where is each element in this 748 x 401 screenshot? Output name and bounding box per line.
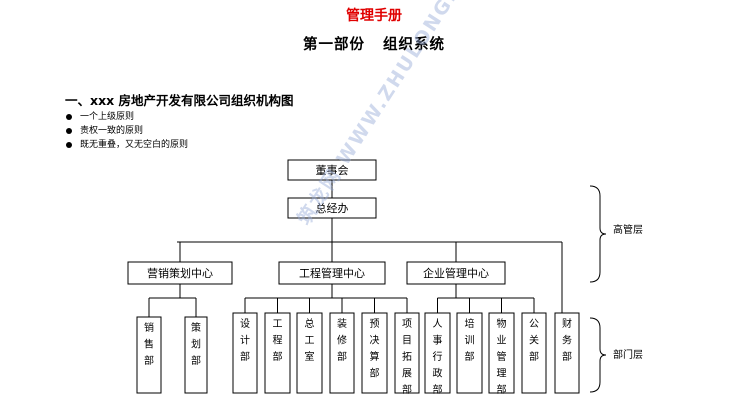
level-brace: [589, 317, 607, 393]
department-7-char: 拓: [402, 351, 412, 363]
level-brace: [589, 185, 607, 283]
section-heading: 一、xxx 房地产开发有限公司组织机构图: [65, 93, 294, 108]
principle-item: 一个上级原则: [66, 110, 188, 124]
department-7-box: [394, 312, 420, 394]
department-4-char: 室: [305, 350, 315, 363]
department-7-char: 部: [402, 383, 412, 396]
department-8-char: 政: [433, 367, 443, 380]
department-6-char: 部: [370, 367, 380, 380]
department-4-box: [296, 312, 323, 394]
department-11-char: 公: [529, 319, 539, 330]
department-9-char: 训: [465, 335, 475, 347]
department-10-box: [488, 312, 515, 394]
department-12-char: 部: [562, 350, 572, 363]
principles-list: 一个上级原则 责权一致的原则 既无重叠，又无空白的原则: [66, 110, 188, 152]
department-11-box: [521, 312, 547, 394]
department-11-char: 关: [529, 334, 539, 347]
department-12-char: 务: [562, 334, 572, 347]
bullet-dot-icon: [66, 142, 72, 148]
department-1-char: 策: [191, 321, 201, 334]
principle-text: 既无重叠，又无空白的原则: [80, 140, 189, 150]
principle-item: 责权一致的原则: [66, 124, 188, 138]
department-9-char: 培: [465, 317, 475, 330]
department-1-char: 部: [191, 354, 201, 367]
department-5-char: 部: [337, 350, 347, 363]
department-0-char: 部: [144, 354, 154, 367]
manual-title: 管理手册: [346, 8, 402, 24]
senior-level-label: 高管层: [613, 223, 643, 236]
department-8-char: 事: [433, 334, 443, 347]
department-7-char: 项: [402, 318, 412, 330]
department-5-char: 装: [337, 317, 347, 330]
department-10-char: 管: [497, 350, 507, 363]
department-0-box: [136, 316, 162, 394]
department-5-char: 修: [337, 334, 347, 347]
department-1-box: [184, 316, 208, 394]
department-level-label: 部门层: [613, 348, 643, 361]
principle-item: 既无重叠，又无空白的原则: [66, 138, 188, 152]
department-3-char: 工: [273, 319, 283, 330]
center-2-label: 企业管理中心: [423, 266, 489, 280]
department-4-char: 总: [305, 317, 315, 330]
department-0-char: 售: [144, 338, 154, 351]
part-title: 第一部份 组织系统: [0, 33, 748, 54]
board-label: 董事会: [316, 164, 349, 177]
department-9-char: 部: [465, 350, 475, 363]
department-0-char: 销: [144, 321, 154, 334]
department-6-char: 预: [370, 318, 380, 330]
department-6-box: [361, 312, 388, 394]
center-1-label: 工程管理中心: [299, 266, 365, 280]
department-2-char: 部: [240, 350, 250, 363]
department-5-box: [329, 312, 355, 394]
department-12-box: [554, 312, 580, 394]
department-8-char: 行: [433, 350, 443, 363]
department-3-box: [264, 312, 291, 394]
department-7-char: 展: [402, 368, 412, 380]
department-10-char: 业: [497, 335, 507, 347]
bullet-dot-icon: [66, 114, 72, 120]
department-2-box: [232, 312, 258, 394]
department-6-char: 决: [370, 335, 380, 347]
principle-text: 一个上级原则: [80, 112, 135, 122]
principle-text: 责权一致的原则: [80, 126, 144, 136]
part-number: 第一部份: [303, 37, 365, 53]
department-11-char: 部: [529, 350, 539, 363]
department-6-char: 算: [370, 350, 380, 363]
department-8-box: [424, 312, 451, 394]
department-2-char: 设: [240, 318, 250, 330]
part-name: 组织系统: [383, 37, 445, 53]
center-0-label: 营销策划中心: [147, 266, 213, 280]
department-4-char: 工: [305, 336, 315, 347]
department-8-char: 人: [433, 318, 443, 330]
department-2-char: 计: [240, 334, 250, 347]
department-3-char: 程: [273, 335, 283, 347]
department-3-char: 部: [273, 350, 283, 363]
department-10-char: 理: [497, 368, 507, 380]
department-10-char: 部: [497, 383, 507, 396]
general-office-label: 总经办: [316, 201, 349, 215]
department-7-char: 目: [402, 336, 412, 347]
department-1-char: 划: [191, 338, 201, 351]
bullet-dot-icon: [66, 128, 72, 134]
department-10-char: 物: [497, 317, 507, 330]
department-8-char: 部: [433, 383, 443, 396]
department-9-box: [456, 312, 483, 394]
department-12-char: 财: [562, 317, 572, 330]
